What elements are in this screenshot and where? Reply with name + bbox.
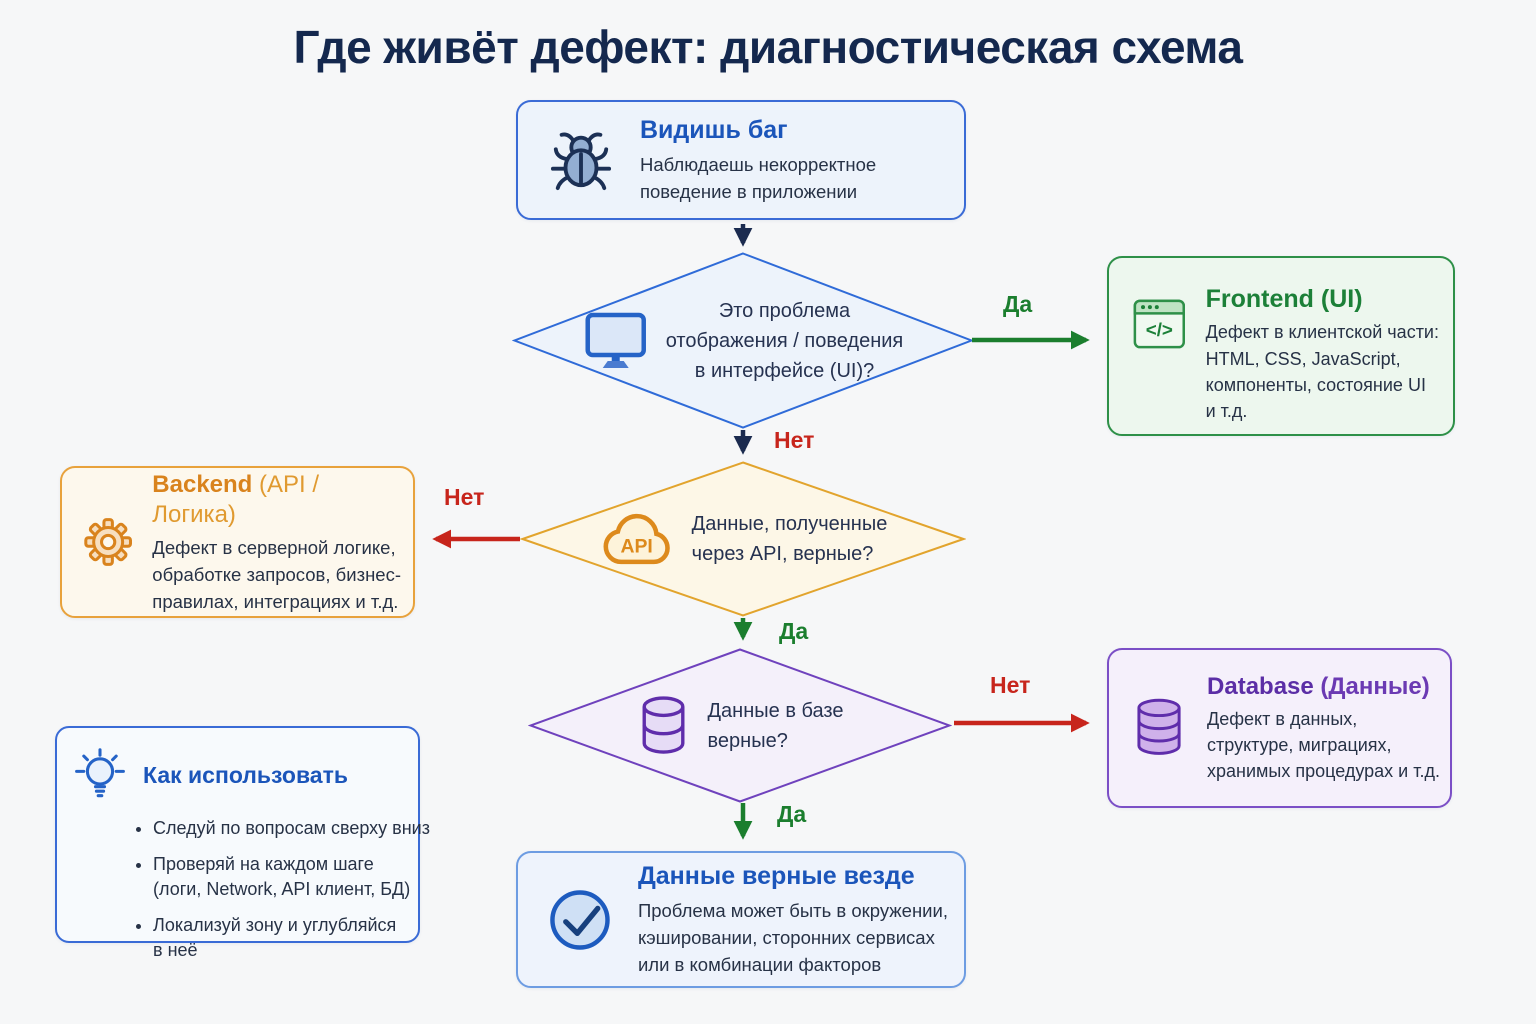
desc-line: Дефект в данных, [1207,708,1358,729]
node-title: Backend (API / Логика) [152,470,401,530]
node-frontend: </> Frontend (UI) Дефект в клиентской ча… [1107,256,1455,436]
lightbulb-icon [75,748,125,798]
database-icon [1137,698,1181,755]
howto-item-line: (логи, Network, API клиент, БД) [153,879,411,900]
node-database: Database (Данные) Дефект в данных, струк… [1107,648,1452,808]
desc-line: Дефект в клиентской части: [1205,322,1439,343]
check-circle-icon [550,889,610,950]
monitor-icon [585,312,646,368]
api-cloud-icon: API [603,513,670,565]
title-suffix: (API / Логика) [152,470,320,528]
title-main: Database [1207,672,1314,700]
edge-label-yes: Да [777,801,807,827]
howto-item: Локализуй зону и углубляйся в неё [153,913,408,964]
diamond-shape [512,252,974,429]
edge-label-yes: Да [1003,291,1033,317]
desc-line: или в комбинации факторов [637,953,882,975]
decision-text: Данные в базе верные? [708,696,844,756]
howto-title: Как использовать [143,761,349,788]
database-icon [642,695,685,754]
node-see-bug: Видишь баг Наблюдаешь некорректное повед… [516,100,966,220]
decision-line: через API, верные? [691,543,874,565]
desc-line: структуре, миграциях, [1207,734,1392,755]
desc-line: HTML, CSS, JavaScript, [1205,348,1401,369]
node-title: Видишь баг [640,116,788,145]
diamond-shape [528,648,952,803]
decision-db-data: Данные в базе верные? [528,647,952,804]
node-desc: Дефект в данных, структуре, миграциях, х… [1207,706,1440,785]
page-title: Где живёт дефект: диагностическая схема [293,21,1243,73]
node-title: Database (Данные) [1207,672,1440,702]
node-desc: Наблюдаешь некорректное поведение в прил… [640,151,876,205]
howto-item-line: Проверяй на каждом шаге [153,853,374,874]
node-title: Frontend (UI) [1205,285,1363,313]
desc-line: обработке запросов, бизнес- [152,563,401,585]
desc-line: хранимых процедурах и т.д. [1207,761,1440,782]
howto-panel: Как использовать Следуй по вопросам свер… [55,726,430,960]
node-desc: Проблема может быть в окружении, кэширов… [638,897,948,978]
decision-line: Данные в базе [707,699,844,722]
desc-line: поведение в приложении [640,180,858,202]
bug-icon [550,132,612,191]
edge-label-no: Нет [990,672,1031,698]
howto-item-line: Локализуй зону и углубляйся [153,914,397,935]
decision-line: Это проблема [718,299,851,322]
howto-list: Следуй по вопросам сверху вниз Проверяй … [57,816,430,964]
desc-line: Наблюдаешь некорректное [640,153,877,175]
title-suffix: (Данные) [1313,672,1430,700]
title-main: Backend [152,470,253,498]
desc-line: компоненты, состояние UI [1205,374,1426,395]
howto-item-line: в неё [153,940,198,961]
edge-label-yes: Да [779,618,809,644]
desc-line: Проблема может быть в окружении, [637,899,948,921]
node-title: Данные верные везде [637,862,915,891]
decision-line: верные? [707,729,788,752]
desc-line: Дефект в серверной логике, [152,536,396,558]
decision-text: Данные, полученные через API, верные? [692,509,888,569]
browser-code-icon: </> [1133,299,1185,349]
decision-ui-problem: Это проблема отображения / поведения в и… [512,251,974,430]
desc-line: правилах, интеграциях и т.д. [152,590,399,612]
node-backend: Backend (API / Логика) Дефект в серверно… [60,466,415,618]
howto-item: Следуй по вопросам сверху вниз [153,816,430,842]
decision-text: Это проблема отображения / поведения в и… [666,296,904,386]
decision-line: отображения / поведения [665,329,904,352]
edge-label-no: Нет [774,427,815,453]
howto-item-line: Следуй по вопросам сверху вниз [153,818,430,838]
svg-text:</>: </> [1146,319,1173,340]
howto-item: Проверяй на каждом шаге (логи, Network, … [153,852,411,903]
desc-line: кэшировании, сторонних сервисах [637,926,935,948]
decision-line: Данные, полученные [691,513,888,535]
diamond-shape [520,461,966,617]
decision-api-data: API Данные, полученные через API, верные… [520,460,966,618]
desc-line: и т.д. [1205,401,1248,422]
node-desc: Дефект в серверной логике, обработке зап… [152,534,401,615]
api-label: API [620,536,652,558]
howto-header: Как использовать [57,728,418,804]
gear-icon [84,518,132,566]
node-data-correct-everywhere: Данные верные везде Проблема может быть … [516,851,966,988]
decision-line: в интерфейсе (UI)? [694,359,875,382]
edge-label-no: Нет [444,484,485,510]
node-desc: Дефект в клиентской части: HTML, CSS, Ja… [1206,319,1439,424]
